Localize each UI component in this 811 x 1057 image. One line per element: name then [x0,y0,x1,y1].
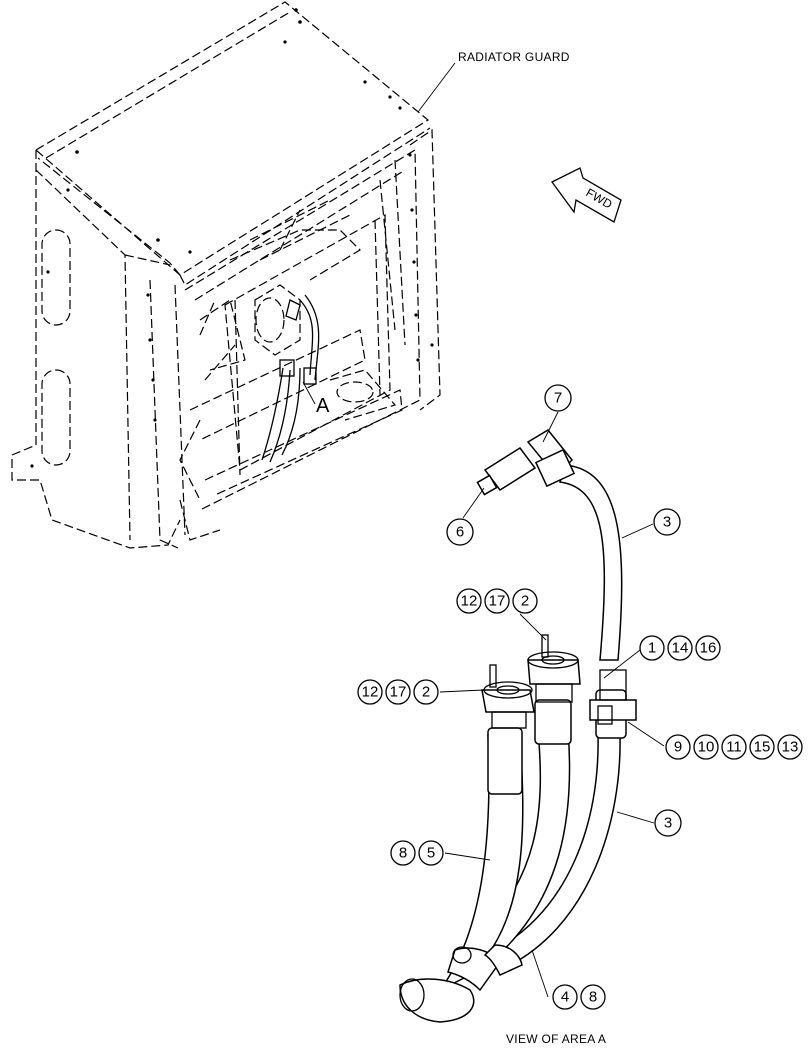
callout-3-lower-number: 3 [664,815,672,832]
callout-8-5-a: 8 [399,845,407,862]
callout-1-14-16-b: 14 [672,640,689,657]
callout-4-8-b: 8 [589,989,597,1006]
callout-8-5-b: 5 [427,845,435,862]
callout-12-17-2-upper-c: 2 [521,593,529,610]
forward-arrow: FWD [551,167,622,223]
callout-12-17-2-lower-c: 2 [422,684,430,701]
callout-1-14-16-a: 1 [648,640,656,657]
callout-3-lower: 3 [654,809,682,837]
callout-3-top: 3 [653,508,681,536]
callout-3-top-number: 3 [663,514,671,531]
callout-9-10-11-15-13-e: 13 [782,739,799,756]
callout-1-14-16: 1 14 16 [639,635,721,661]
callout-8-5: 8 5 [390,840,444,866]
callout-12-17-2-upper: 12 17 2 [456,588,538,614]
callout-7: 7 [544,384,572,412]
callout-6-number: 6 [456,524,464,541]
callout-12-17-2-lower-a: 12 [362,684,379,701]
callout-4-8-a: 4 [561,989,569,1006]
radiator-guard-assembly [11,1,441,549]
callout-12-17-2-upper-b: 17 [489,593,506,610]
callout-4-8: 4 8 [552,984,606,1010]
callout-7-number: 7 [554,390,562,407]
hose-assembly [399,429,637,1023]
callout-12-17-2-upper-a: 12 [461,593,478,610]
bolt-dots [30,8,434,468]
area-a-leader [302,381,316,405]
callout-9-10-11-15-13-c: 11 [726,739,742,756]
callout-12-17-2-lower: 12 17 2 [357,679,439,705]
callout-12-17-2-lower-b: 17 [390,684,407,701]
callout-9-10-11-15-13-d: 15 [754,739,771,756]
callout-9-10-11-15-13-a: 9 [674,739,682,756]
callout-1-14-16-c: 16 [700,640,717,657]
callout-6: 6 [446,518,474,546]
callout-leaders [439,411,665,998]
view-caption: VIEW OF AREA A [506,1032,606,1046]
area-a-label: A [316,395,330,417]
callout-9-10-11-15-13: 9 10 11 15 13 [665,734,803,760]
callout-9-10-11-15-13-b: 10 [698,739,715,756]
radiator-guard-label: RADIATOR GUARD [458,50,570,64]
radiator-guard-leader [417,62,456,113]
